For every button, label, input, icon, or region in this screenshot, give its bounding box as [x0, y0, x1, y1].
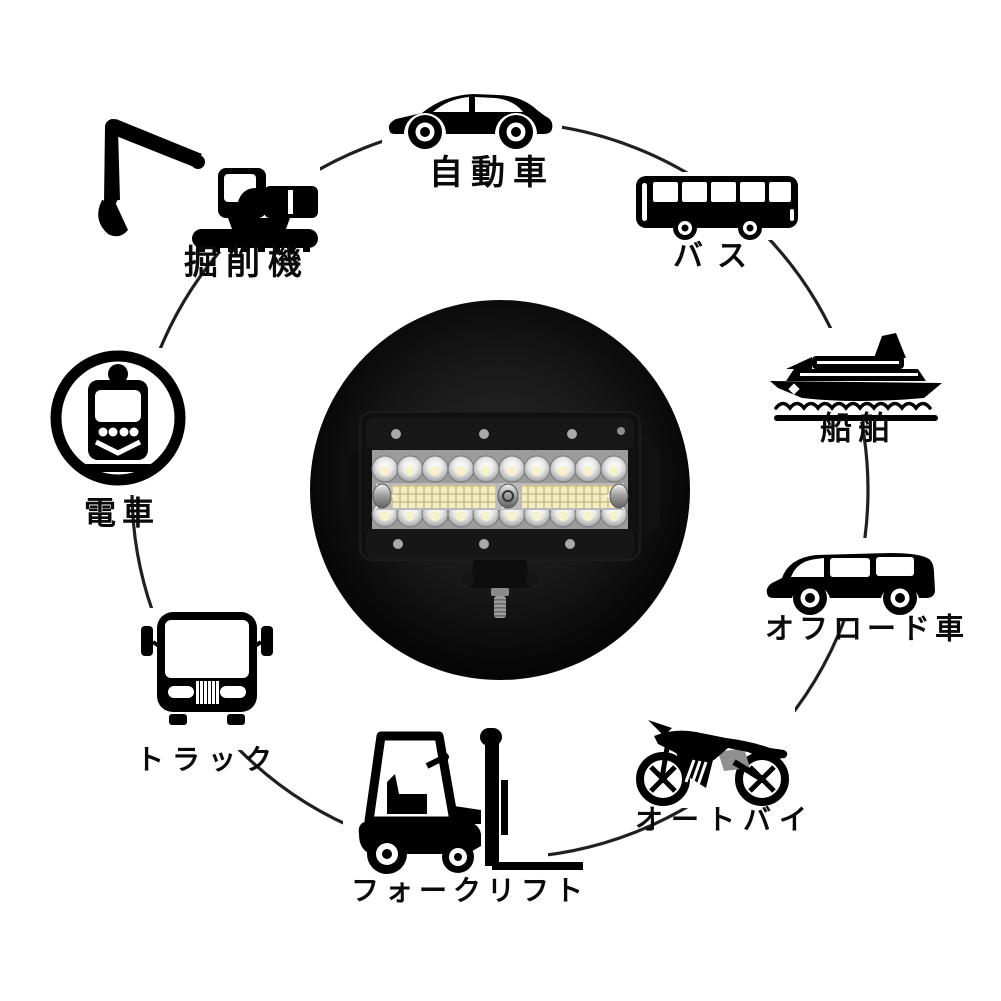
vehicle-item-truck — [139, 608, 275, 750]
train-icon — [50, 348, 190, 495]
truck-label: トラック — [135, 744, 281, 775]
vehicle-item-car — [382, 80, 562, 152]
vehicle-item-offroad-car — [762, 538, 942, 618]
excavator-icon — [92, 112, 320, 252]
forklift-label: フォークリフト — [350, 875, 590, 906]
vehicle-item-excavator — [92, 112, 320, 252]
offroad-car-label: オフロード車 — [764, 613, 970, 646]
ship-icon — [766, 328, 946, 422]
vehicle-item-motorcycle — [630, 708, 795, 808]
motorcycle-icon — [630, 708, 795, 808]
vehicle-item-bus — [633, 172, 803, 240]
train-label: 電車 — [83, 495, 161, 531]
forklift-icon — [343, 722, 583, 887]
excavator-label: 掘削機 — [184, 244, 310, 282]
led-light-bar-photo — [310, 300, 690, 680]
car-label: 自動車 — [429, 154, 555, 192]
truck-icon — [139, 608, 275, 750]
motorcycle-label: オートバイ — [634, 804, 816, 835]
vehicle-item-forklift — [343, 722, 588, 887]
car-icon — [382, 80, 562, 152]
vehicle-item-ship — [766, 328, 946, 422]
vehicle-item-train — [50, 348, 190, 495]
center-product — [288, 278, 712, 707]
offroad-suv-icon — [762, 538, 942, 618]
ship-label: 船舶 — [819, 410, 897, 446]
bus-label: バス — [673, 240, 761, 273]
bus-icon — [633, 172, 803, 240]
